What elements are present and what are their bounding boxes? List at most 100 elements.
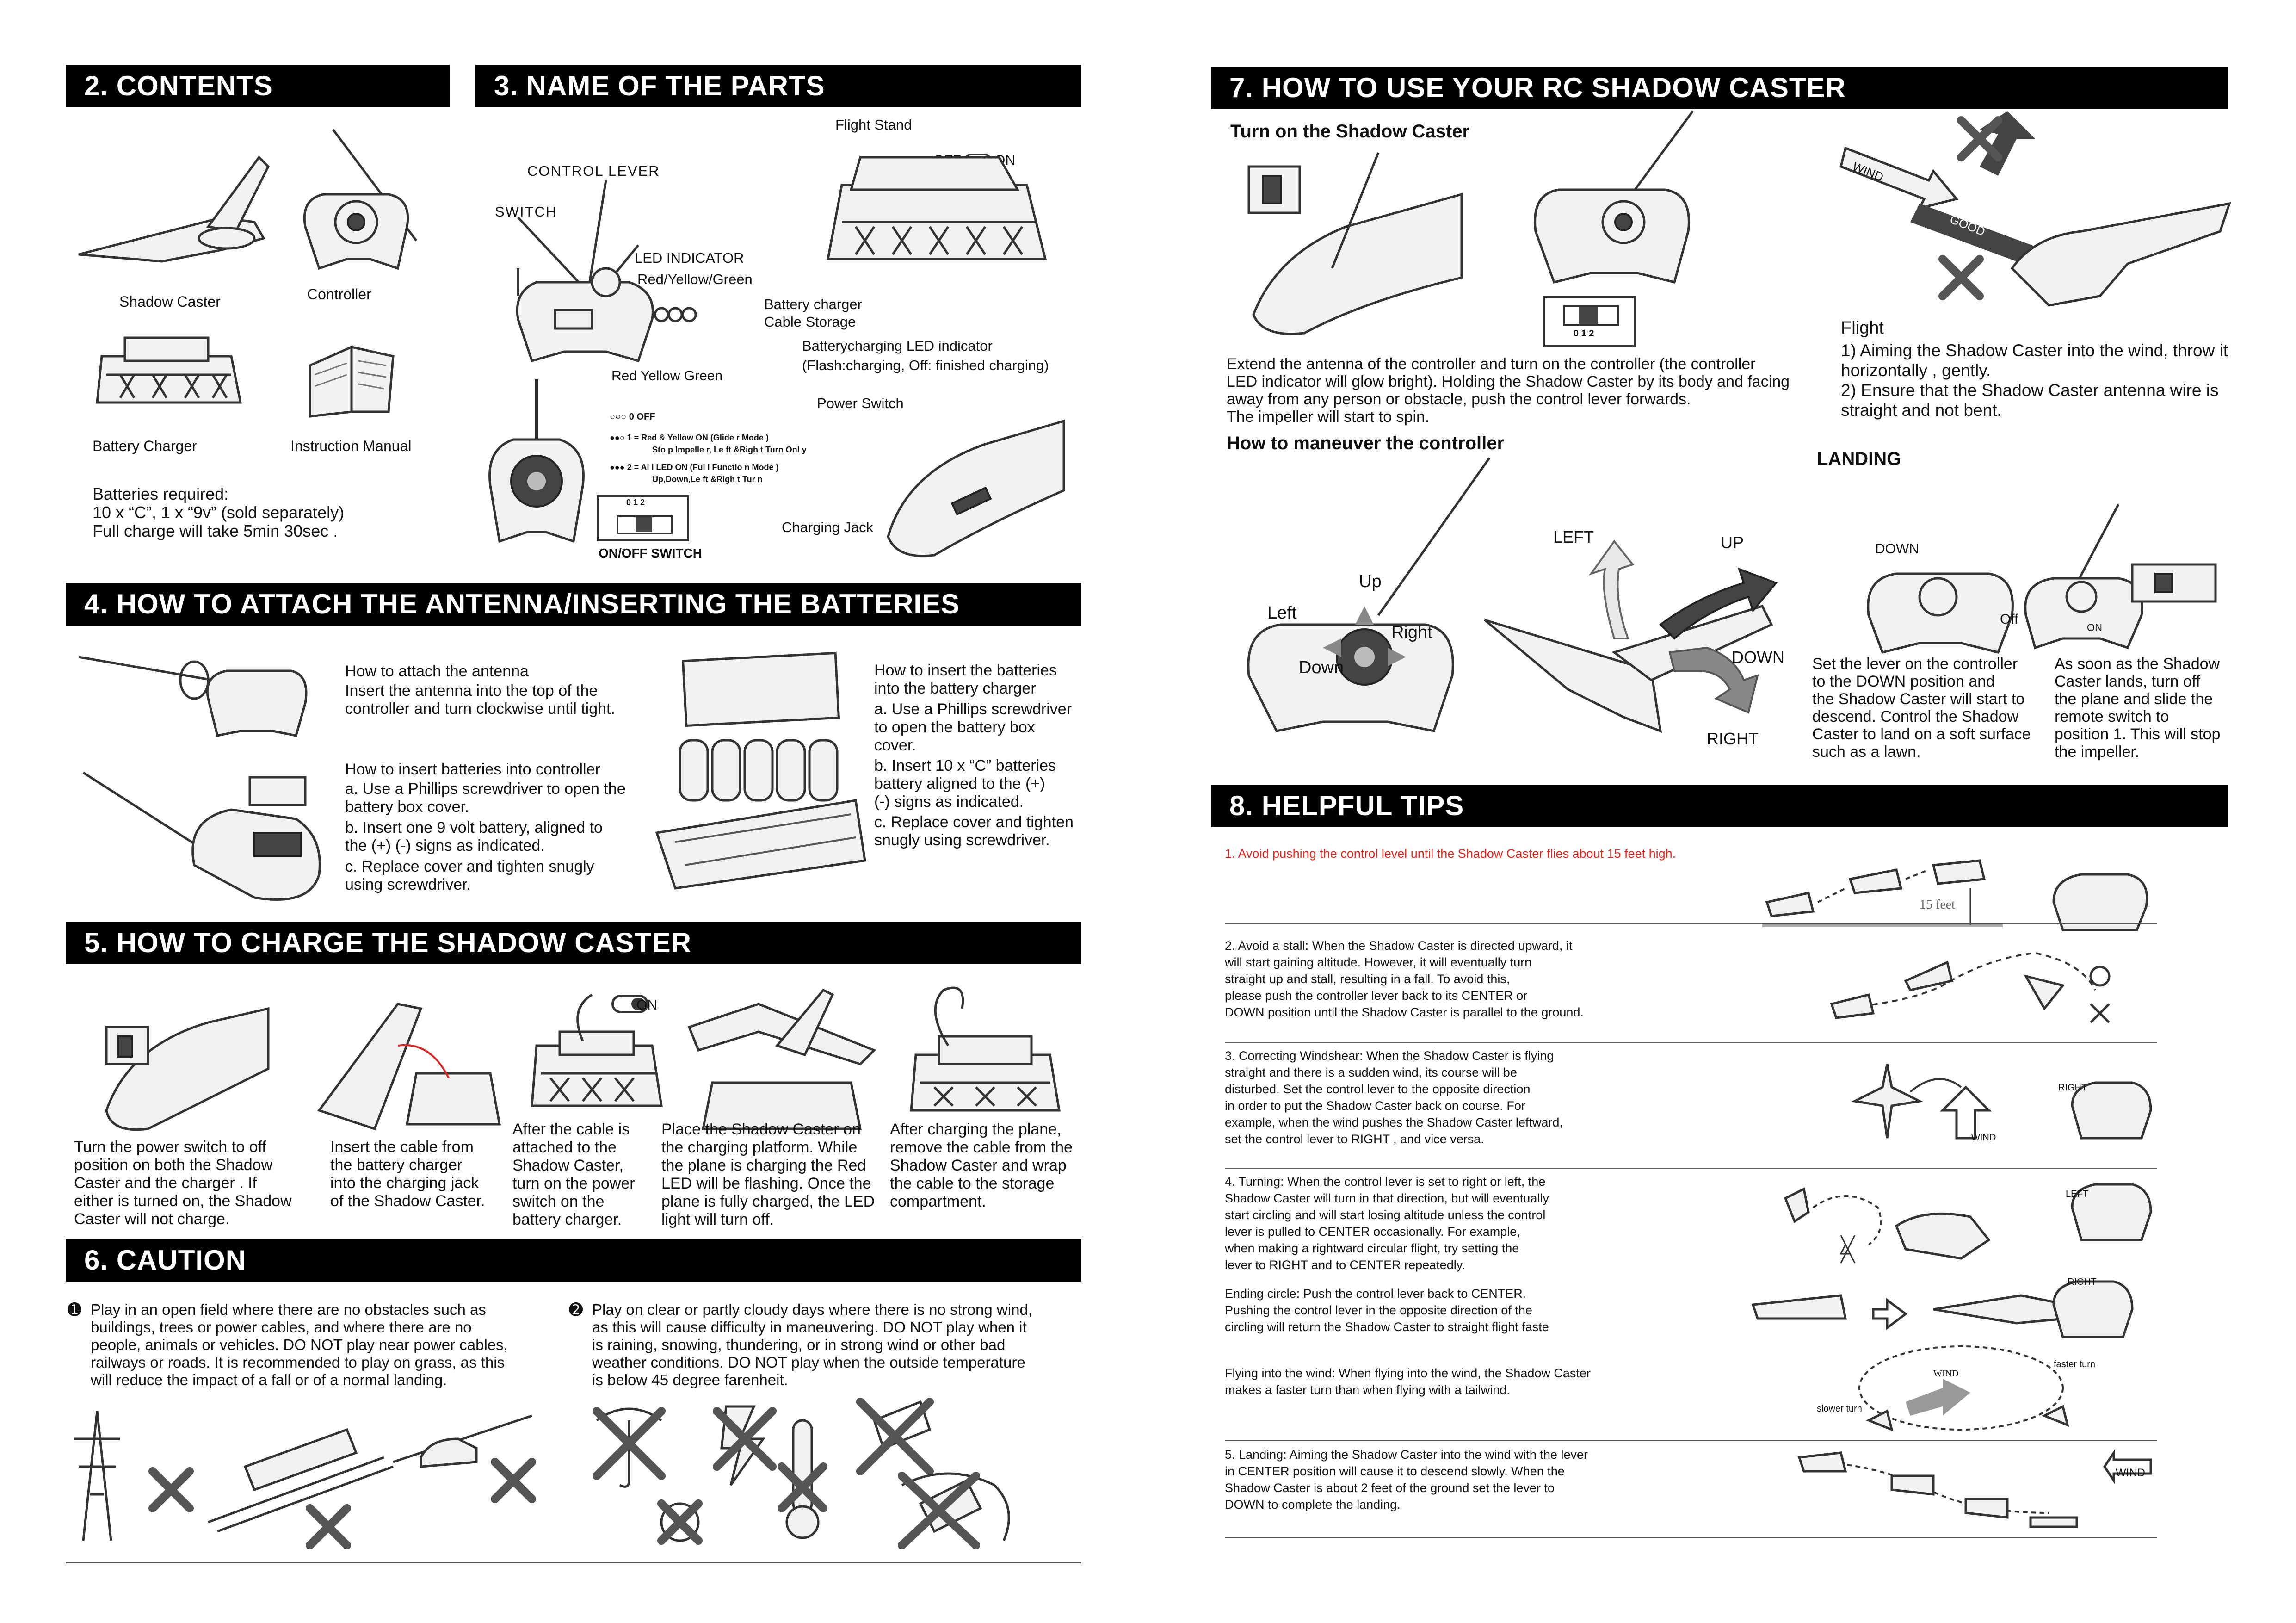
tip-4-wind-image: [1858, 1345, 2069, 1432]
tip-2-text: 2. Avoid a stall: When the Shadow Caster…: [1225, 939, 1584, 1019]
switch-knob: [636, 517, 652, 532]
charger-battery-image: [655, 651, 866, 890]
onoff-switch-diagram: 0 1 2: [597, 495, 689, 541]
switch-knob: [1579, 307, 1598, 324]
landing-down-label: DOWN: [1875, 541, 1919, 557]
mode-2b: Up,Down,Le ft &Righ t Tur n: [652, 475, 763, 484]
turn-on-title: Turn on the Shadow Caster: [1230, 121, 1470, 142]
label-led-indicator: LED INDICATOR: [635, 250, 744, 266]
landing-on-label: ON: [2087, 622, 2102, 633]
mode-0-text: 0 OFF: [629, 412, 655, 422]
landing-off-label: Off: [2000, 612, 2018, 627]
turn-on-body: Extend the antenna of the controller and…: [1227, 355, 1790, 426]
caution-number-1: ➊: [68, 1300, 82, 1319]
caution-illustrations-left: [74, 1411, 536, 1549]
tip-rule-1: [1225, 923, 2157, 924]
section-header-parts: 3. NAME OF THE PARTS: [475, 65, 1081, 107]
plane-left-label: LEFT: [1553, 527, 1594, 546]
mode-2: ●●● 2 = Al l LED ON (Ful l Functio n Mod…: [610, 463, 778, 472]
flight-step-2: 2) Ensure that the Shadow Caster antenna…: [1841, 381, 2219, 420]
section-header-tips: 8. HELPFUL TIPS: [1211, 785, 2228, 827]
flight-wind-diagram: [1839, 111, 2231, 307]
tip-1-feet-label: 15 feet: [1920, 898, 1955, 912]
charge-toggle-icon: [611, 995, 648, 1013]
caution-text-2: Play on clear or partly cloudy days wher…: [592, 1301, 1032, 1388]
charger-battery-c: c. Replace cover and tighten snugly usin…: [874, 813, 1074, 849]
tip-4-wind-label: WIND: [1933, 1369, 1959, 1379]
tip-5-text: 5. Landing: Aiming the Shadow Caster int…: [1225, 1448, 1588, 1511]
maneuver-controller-image: [1247, 457, 1491, 732]
antenna-title: How to attach the antenna: [345, 663, 529, 680]
tip-3-wind: WIND: [1971, 1133, 1996, 1143]
tip-4-right: RIGHT: [2068, 1277, 2097, 1287]
label-power-switch: Power Switch: [817, 395, 904, 411]
tip-2-image: [1830, 952, 2111, 1023]
flight-title: Flight: [1841, 318, 1884, 338]
plane-down-label: DOWN: [1732, 648, 1784, 667]
switch-slot: [1563, 305, 1619, 326]
charge-step4-text: Place the Shadow Caster on the charging …: [661, 1121, 875, 1228]
label-cable-storage: Cable Storage: [764, 314, 856, 330]
switch-numbers: 0 1 2: [1574, 328, 1594, 339]
label-switch: SWITCH: [495, 204, 557, 220]
charge-step5-text: After charging the plane, remove the cab…: [890, 1121, 1073, 1210]
contents-label-controller: Controller: [307, 286, 371, 303]
led-dots: ●●○: [610, 433, 627, 442]
charger-parts-diagram: [826, 156, 1047, 260]
charge-step3-text: After the cable is attached to the Shado…: [512, 1121, 635, 1228]
turn-on-plane-image: [1247, 152, 1463, 335]
section-header-charge: 5. HOW TO CHARGE THE SHADOW CASTER: [66, 922, 1081, 964]
tip-4-image: [1784, 1183, 2152, 1264]
label-control-lever: CONTROL LEVER: [527, 163, 660, 179]
faster-turn-label: faster turn: [2054, 1359, 2096, 1369]
charge-step2-text: Insert the cable from the battery charge…: [330, 1138, 485, 1210]
tip-5-image: [1797, 1449, 2152, 1528]
tip-1-text: 1. Avoid pushing the control level until…: [1225, 847, 1676, 861]
charge-on-label: ON: [636, 997, 657, 1013]
charger-battery-title: How to insert the batteries into the bat…: [874, 662, 1057, 697]
charge-step1-text: Turn the power switch to off position on…: [74, 1138, 292, 1228]
switch-slot: [617, 515, 673, 534]
antenna-attach-image: [78, 656, 308, 737]
landing-title: LANDING: [1817, 449, 1901, 469]
ctrl-right-label: Right: [1391, 623, 1432, 642]
section-header-attach: 4. HOW TO ATTACH THE ANTENNA/INSERTING T…: [66, 583, 1081, 626]
label-onoff-switch: ON/OFF SWITCH: [599, 546, 702, 560]
tip-3-image: [1851, 1064, 2152, 1140]
controller-front-diagram: [488, 379, 585, 543]
charge-step1-image: [105, 1007, 270, 1131]
tip-4-wind-text: Flying into the wind: When flying into t…: [1225, 1366, 1591, 1397]
label-ryg: Red Yellow Green: [611, 368, 723, 384]
landing-text-1: Set the lever on the controller to the D…: [1812, 655, 2031, 761]
charge-step3-image: [531, 993, 663, 1107]
turn-on-controller-image: [1534, 110, 1694, 284]
controller-battery-a: a. Use a Phillips screwdriver to open th…: [345, 780, 626, 816]
flight-step-1: 1) Aiming the Shadow Caster into the win…: [1841, 341, 2228, 380]
mode-2-text: 2 = Al l LED ON (Ful l Functio n Mode ): [627, 463, 779, 472]
batteries-required-text: Batteries required: 10 x “C”, 1 x “9v” (…: [93, 484, 345, 540]
ctrl-down-label: Down: [1299, 658, 1344, 677]
contents-label-charger: Battery Charger: [93, 438, 197, 454]
tip-rule-4: [1225, 1440, 2157, 1441]
mode-1-text: 1 = Red & Yellow ON (Glide r Mode ): [627, 433, 769, 442]
slower-turn-label: slower turn: [1817, 1404, 1862, 1414]
contents-label-plane: Shadow Caster: [119, 293, 221, 310]
charger-battery-b: b. Insert 10 x “C” batteries battery ali…: [874, 757, 1056, 811]
controller-battery-image: [82, 771, 321, 901]
charge-step4-image: [687, 988, 876, 1130]
led-dots: ●●●: [610, 463, 627, 472]
ctrl-up-label: Up: [1359, 572, 1382, 591]
charge-toggle-knob: [631, 998, 645, 1010]
controller-battery-b: b. Insert one 9 volt battery, aligned to…: [345, 819, 603, 855]
label-charging-led: Batterycharging LED indicator: [802, 338, 993, 354]
section-header-use: 7. HOW TO USE YOUR RC SHADOW CASTER: [1211, 67, 2228, 109]
switch-numbers: 0 1 2: [626, 498, 645, 507]
label-charging-led-note: (Flash:charging, Off: finished charging): [802, 357, 1049, 373]
landing-diagram: [1867, 503, 2217, 654]
controller-battery-title: How to insert batteries into controller: [345, 761, 600, 778]
tip-3-text: 3. Correcting Windshear: When the Shadow…: [1225, 1049, 1563, 1146]
maneuver-plane-diagram: [1484, 539, 1778, 733]
antenna-body: Insert the antenna into the top of the c…: [345, 682, 615, 718]
tip-4-end-text: Ending circle: Push the control lever ba…: [1225, 1287, 1549, 1334]
label-battery-charger: Battery charger: [764, 296, 862, 312]
